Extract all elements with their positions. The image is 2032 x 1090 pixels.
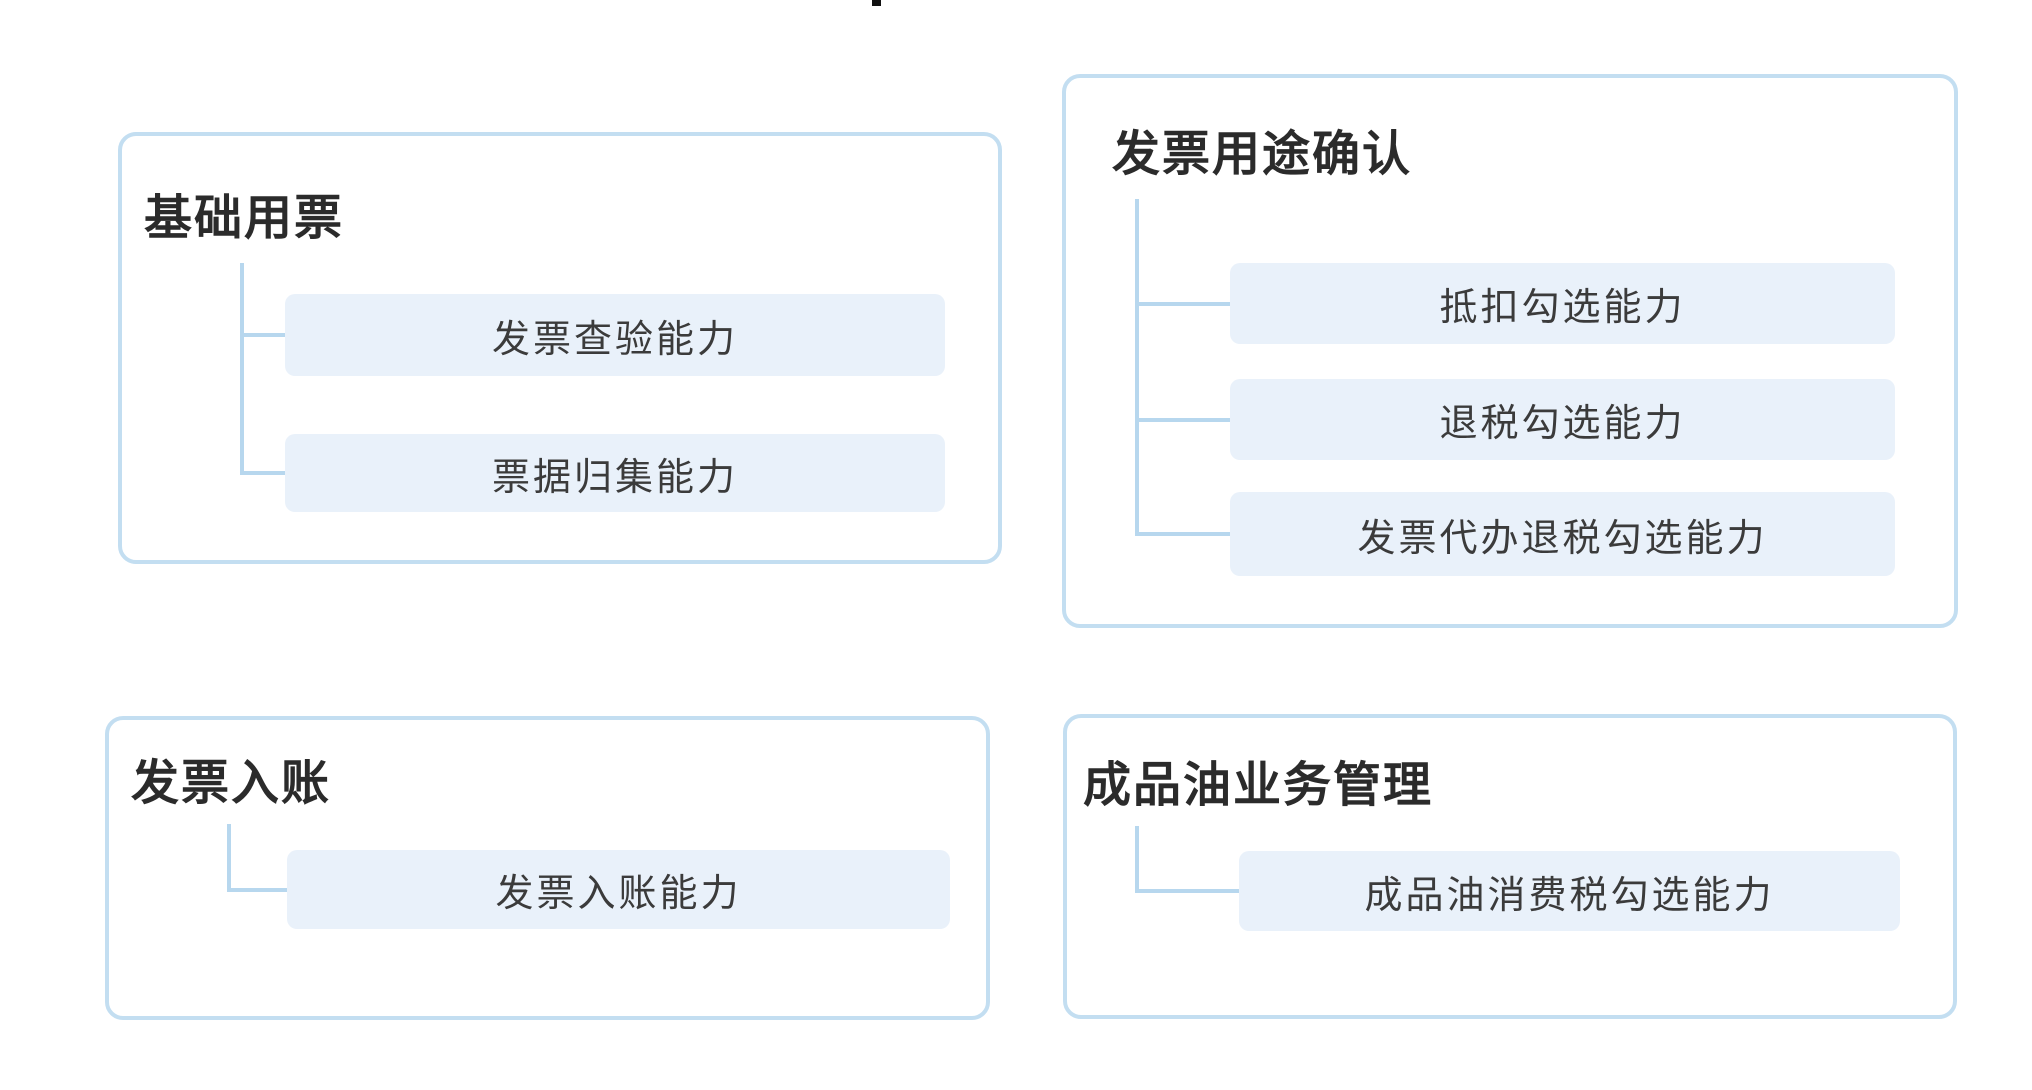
capability-node: 抵扣勾选能力: [1230, 263, 1895, 344]
panel-title: 发票用途确认: [1112, 126, 1413, 182]
capability-node: 发票查验能力: [285, 294, 945, 376]
capability-node: 发票代办退税勾选能力: [1230, 492, 1895, 576]
tree-connector-vertical: [1135, 199, 1139, 536]
panel-title: 发票入账: [131, 755, 332, 811]
panel-basic-invoicing: 基础用票 发票查验能力 票据归集能力: [118, 132, 1002, 564]
capability-node: 退税勾选能力: [1230, 379, 1895, 460]
tree-connector-horizontal: [1135, 532, 1232, 536]
panel-invoice-purpose-confirmation: 发票用途确认 抵扣勾选能力 退税勾选能力 发票代办退税勾选能力: [1062, 74, 1958, 628]
panel-title: 基础用票: [144, 190, 345, 246]
capability-node: 票据归集能力: [285, 434, 945, 512]
tree-connector-vertical: [1135, 826, 1139, 893]
panel-refined-oil-business-management: 成品油业务管理 成品油消费税勾选能力: [1063, 714, 1957, 1019]
panel-title: 成品油业务管理: [1083, 757, 1434, 813]
cut-off-text-fragment: [872, 0, 881, 6]
tree-connector-horizontal: [240, 471, 287, 475]
capability-node: 成品油消费税勾选能力: [1239, 851, 1900, 931]
tree-connector-horizontal: [1135, 889, 1241, 893]
tree-connector-horizontal: [227, 888, 289, 892]
capability-node: 发票入账能力: [287, 850, 950, 929]
panel-invoice-booking: 发票入账 发票入账能力: [105, 716, 990, 1020]
tree-connector-vertical: [227, 824, 231, 892]
tree-connector-horizontal: [1135, 302, 1232, 306]
tree-connector-horizontal: [1135, 418, 1232, 422]
tree-connector-horizontal: [240, 333, 287, 337]
tree-connector-vertical: [240, 263, 244, 475]
